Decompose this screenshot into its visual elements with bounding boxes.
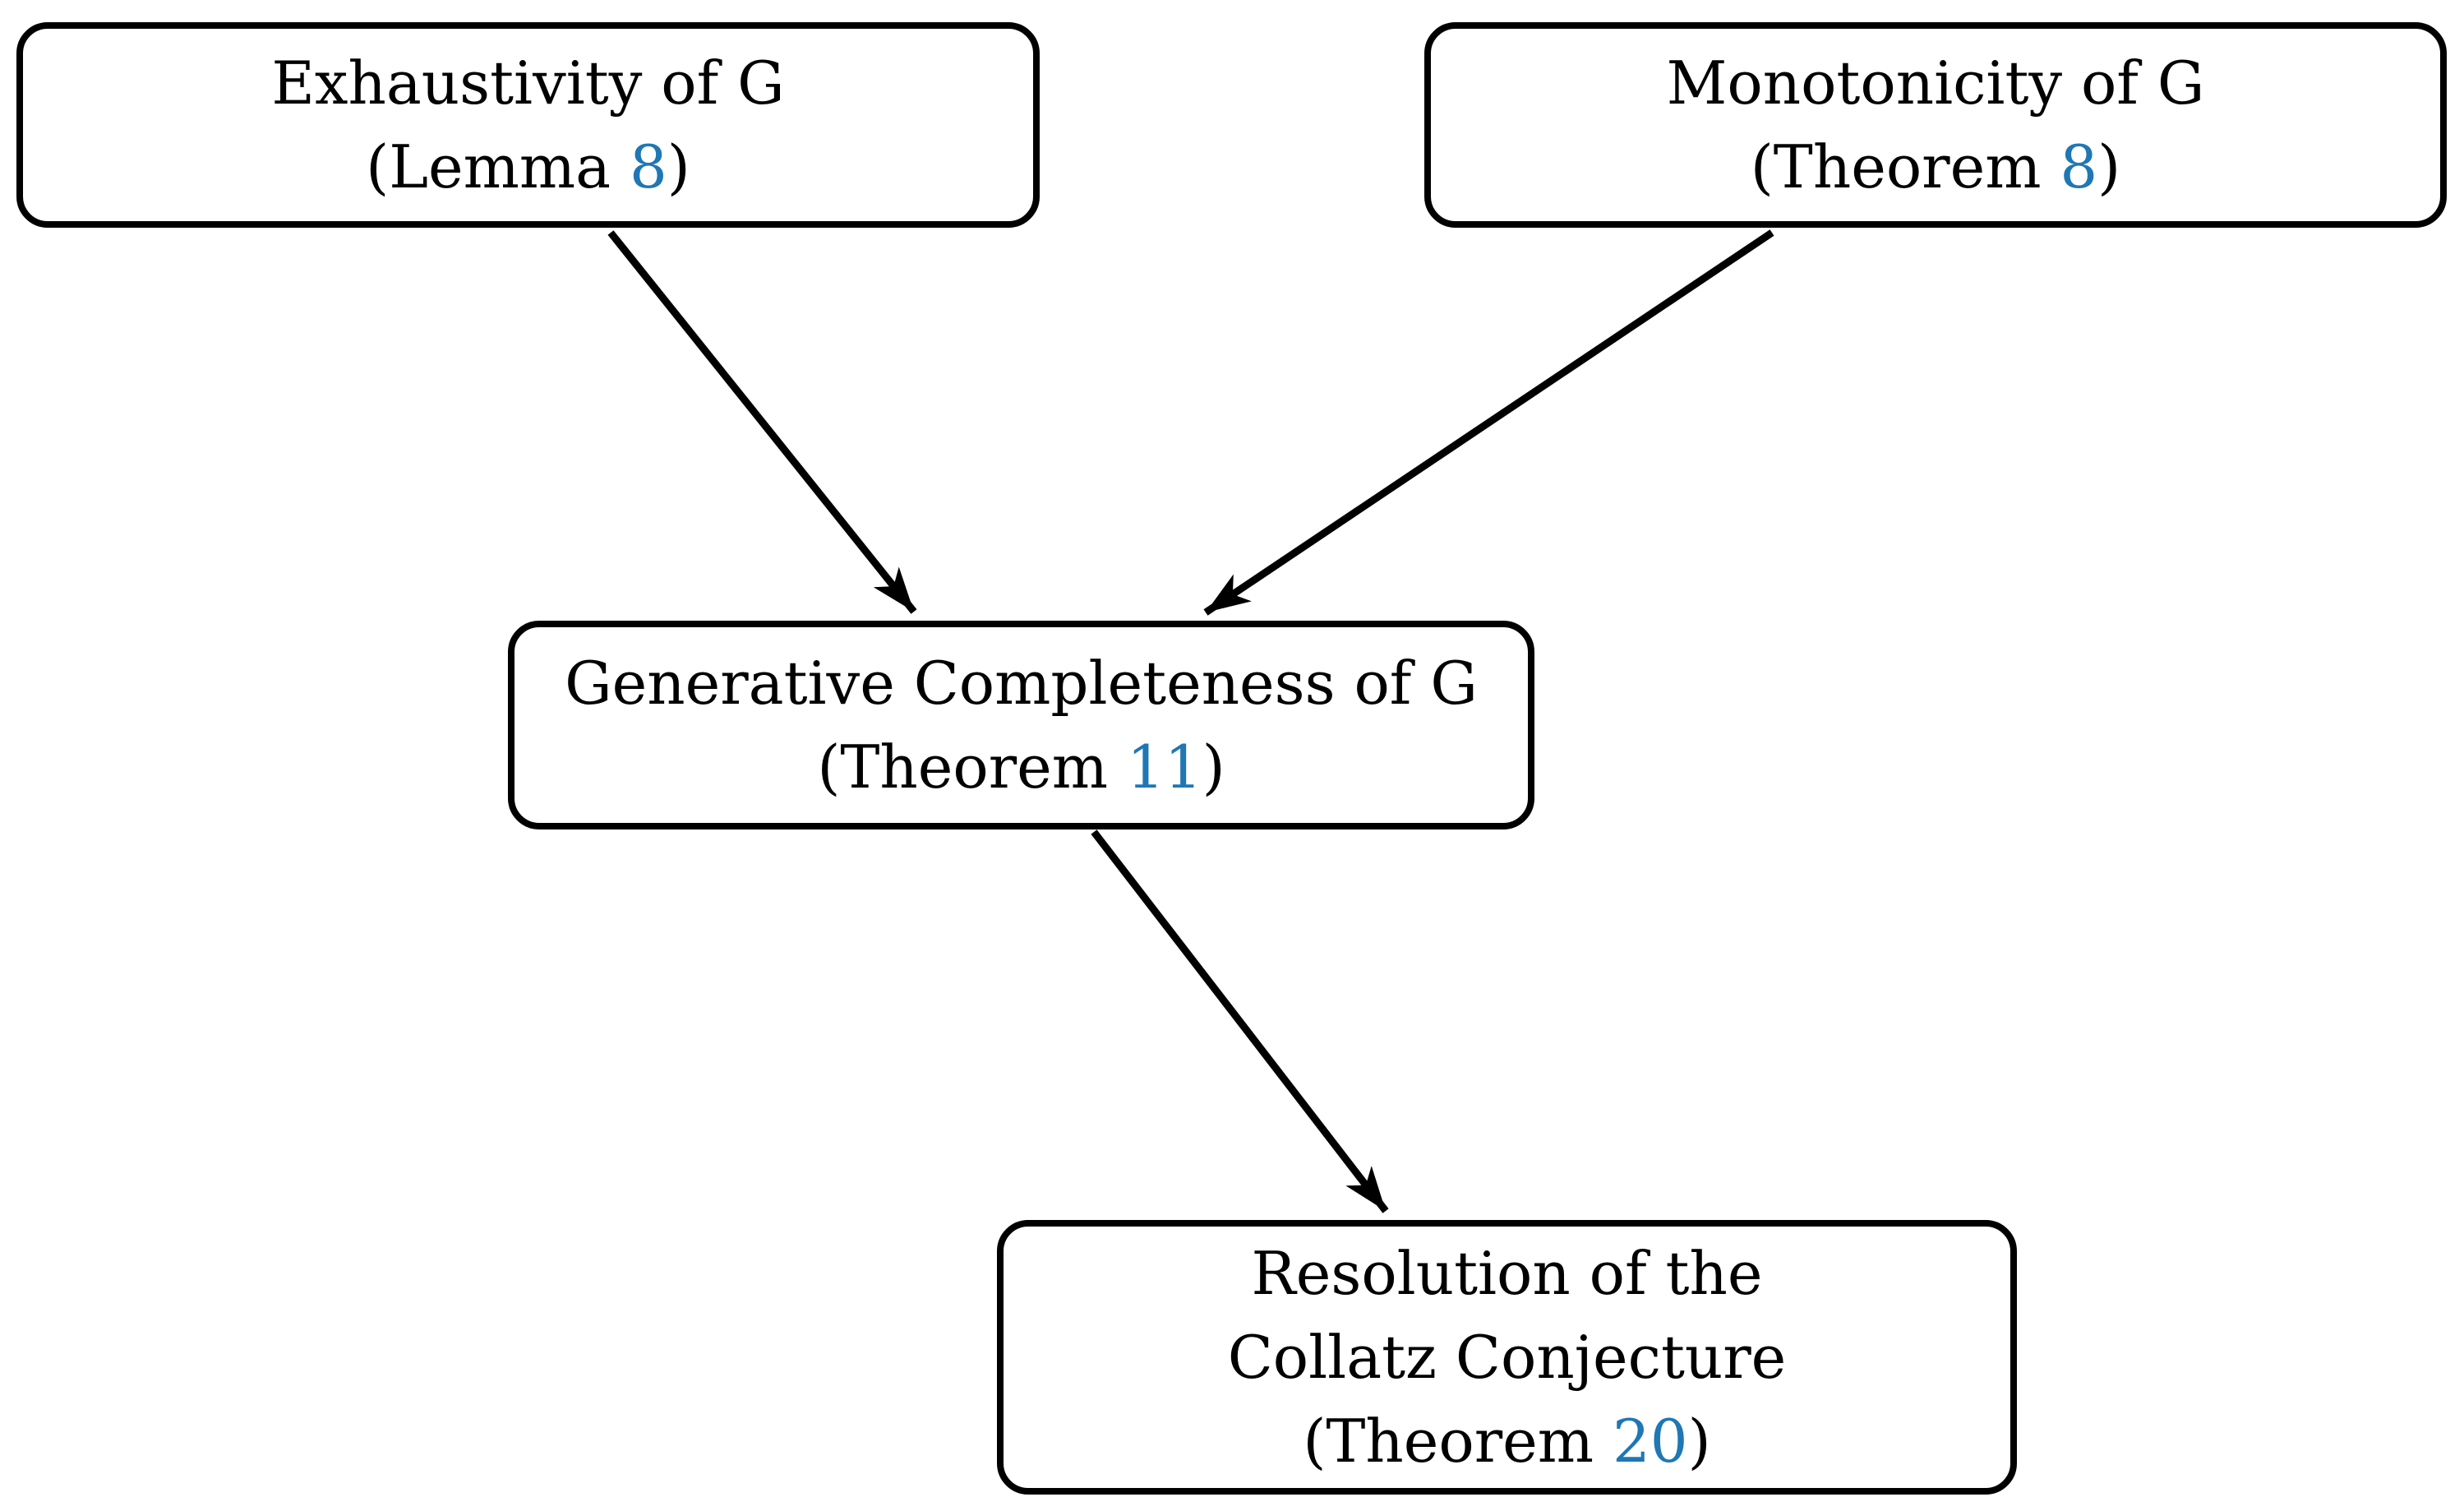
node-monotonicity: Monotonicity of G (Theorem 8)	[1424, 22, 2447, 228]
edge-exhaustivity-to-generative-completeness	[607, 230, 917, 614]
node-title-line-2: Collatz Conjecture	[1227, 1322, 1787, 1392]
node-title: Exhaustivity of G	[271, 48, 785, 118]
ref-prefix: (Theorem	[817, 732, 1127, 802]
node-title: Generative Completeness of G	[565, 648, 1478, 718]
node-reference: (Theorem 11)	[817, 725, 1225, 809]
ref-link-theorem-20[interactable]: 20	[1612, 1407, 1688, 1476]
ref-prefix: (Theorem	[1750, 132, 2060, 201]
ref-prefix: (Theorem	[1303, 1407, 1613, 1476]
node-title: Monotonicity of G	[1666, 48, 2205, 118]
node-collatz-resolution: Resolution of the Collatz Conjecture (Th…	[997, 1220, 2017, 1495]
node-generative-completeness: Generative Completeness of G (Theorem 11…	[508, 621, 1534, 829]
ref-suffix: )	[1687, 1407, 1711, 1476]
ref-prefix: (Lemma	[366, 132, 630, 201]
node-title-line-1: Resolution of the	[1251, 1238, 1763, 1308]
node-exhaustivity: Exhaustivity of G (Lemma 8)	[16, 22, 1040, 228]
ref-link-theorem-8[interactable]: 8	[2060, 132, 2098, 201]
ref-suffix: )	[1202, 732, 1225, 802]
ref-link-theorem-11[interactable]: 11	[1126, 732, 1202, 802]
edge-generative-completeness-to-collatz-resolution	[1091, 829, 1389, 1213]
node-reference: (Theorem 20)	[1303, 1399, 1710, 1483]
node-reference: (Theorem 8)	[1751, 125, 2121, 209]
node-reference: (Lemma 8)	[366, 125, 690, 209]
edge-monotonicity-to-generative-completeness	[1203, 229, 1774, 616]
ref-link-lemma-8[interactable]: 8	[629, 132, 667, 201]
ref-suffix: )	[2097, 132, 2121, 201]
ref-suffix: )	[667, 132, 690, 201]
